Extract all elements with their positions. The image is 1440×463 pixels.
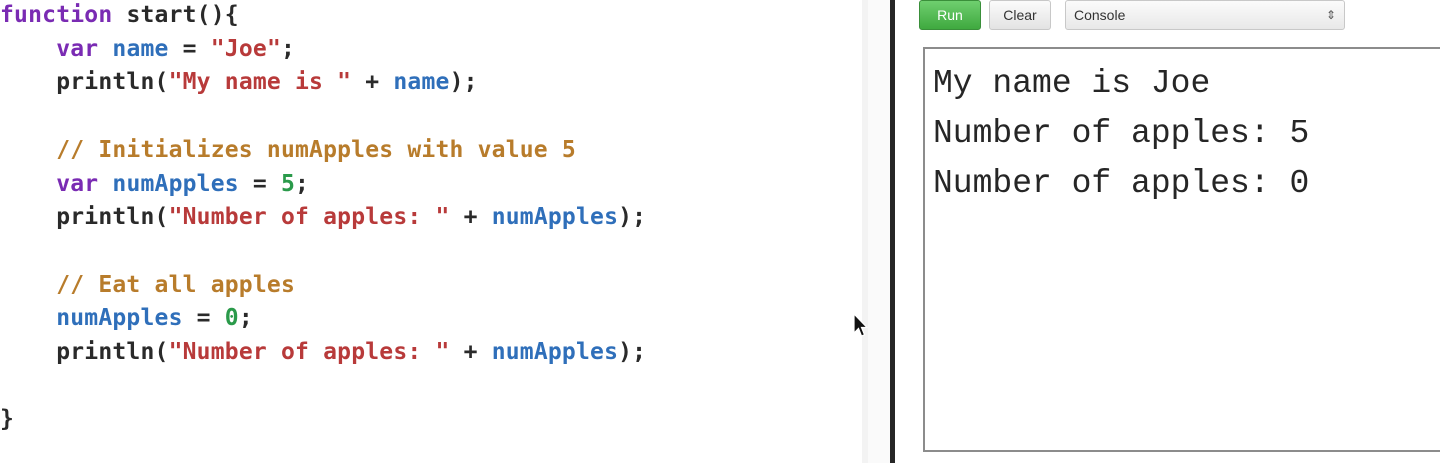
code-token-plain: ); — [618, 204, 647, 231]
code-token-cmt: // Eat all apples — [0, 271, 295, 298]
console-line: Number of apples: 5 — [933, 115, 1310, 152]
code-token-plain: ); — [618, 339, 647, 365]
code-token-plain: ; — [295, 170, 310, 197]
pane-gutter-shade — [868, 0, 890, 463]
code-token-plain: println( — [0, 339, 169, 365]
code-line[interactable]: numApples = 0; — [0, 301, 253, 335]
code-line[interactable]: // Initializes numApples with value 5 — [0, 133, 576, 167]
code-line[interactable]: println("Number of apples: " + numApples… — [0, 335, 646, 369]
code-token-str: "My name is " — [168, 69, 352, 96]
code-line[interactable]: println("My name is " + name); — [0, 65, 478, 99]
code-token-var: name — [393, 69, 450, 96]
code-token-kw: function — [0, 2, 127, 28]
code-line[interactable]: var numApples = 5; — [0, 167, 309, 201]
code-token-kw: var — [0, 170, 113, 197]
code-token-str: "Number of apples: " — [168, 339, 450, 365]
code-token-num: 5 — [280, 170, 296, 197]
code-token-plain: start(){ — [126, 2, 239, 28]
code-token-kw: var — [0, 35, 113, 62]
code-editor[interactable]: function start(){ var name = "Joe"; prin… — [0, 0, 862, 463]
code-token-plain: + — [351, 69, 394, 96]
code-token-var: numApples — [491, 204, 619, 231]
code-line[interactable]: var name = "Joe"; — [0, 32, 295, 66]
pane-gutter — [862, 0, 868, 463]
code-token-var: numApples — [0, 305, 183, 332]
console-line: My name is Joe — [933, 65, 1211, 102]
code-token-var: name — [112, 35, 169, 62]
updown-arrows-icon: ⇕ — [1325, 8, 1336, 22]
output-select-value: Console — [1074, 7, 1126, 23]
console-toolbar: Run Clear Console ⇕ — [895, 0, 1440, 36]
code-token-str: "Joe" — [210, 35, 281, 62]
mouse-pointer-icon — [853, 313, 869, 337]
pane-divider[interactable] — [890, 0, 895, 463]
code-line[interactable]: // Eat all apples — [0, 268, 295, 302]
code-token-plain: println( — [0, 69, 169, 96]
code-line[interactable]: function start(){ — [0, 0, 239, 32]
run-button[interactable]: Run — [919, 0, 981, 30]
code-token-plain: println( — [0, 204, 169, 231]
code-line[interactable]: println("Number of apples: " + numApples… — [0, 200, 646, 234]
code-token-plain: ; — [281, 35, 296, 62]
clear-button[interactable]: Clear — [989, 0, 1051, 30]
code-token-num: 0 — [224, 305, 239, 332]
code-token-plain: + — [449, 204, 492, 231]
code-token-plain: ); — [449, 69, 478, 96]
code-token-plain: } — [0, 406, 15, 433]
code-token-plain: = — [238, 170, 281, 197]
code-token-var: numApples — [112, 170, 239, 197]
code-line[interactable]: } — [0, 402, 14, 436]
code-token-plain: = — [182, 305, 225, 332]
code-token-plain: = — [168, 35, 211, 62]
code-token-cmt: // Initializes numApples with value 5 — [0, 136, 576, 163]
code-token-str: "Number of apples: " — [168, 204, 450, 231]
code-token-plain: ; — [238, 305, 253, 332]
output-select[interactable]: Console ⇕ — [1065, 0, 1345, 30]
code-token-plain: + — [449, 339, 492, 365]
console-line: Number of apples: 0 — [933, 165, 1310, 202]
code-token-var: numApples — [491, 339, 619, 365]
